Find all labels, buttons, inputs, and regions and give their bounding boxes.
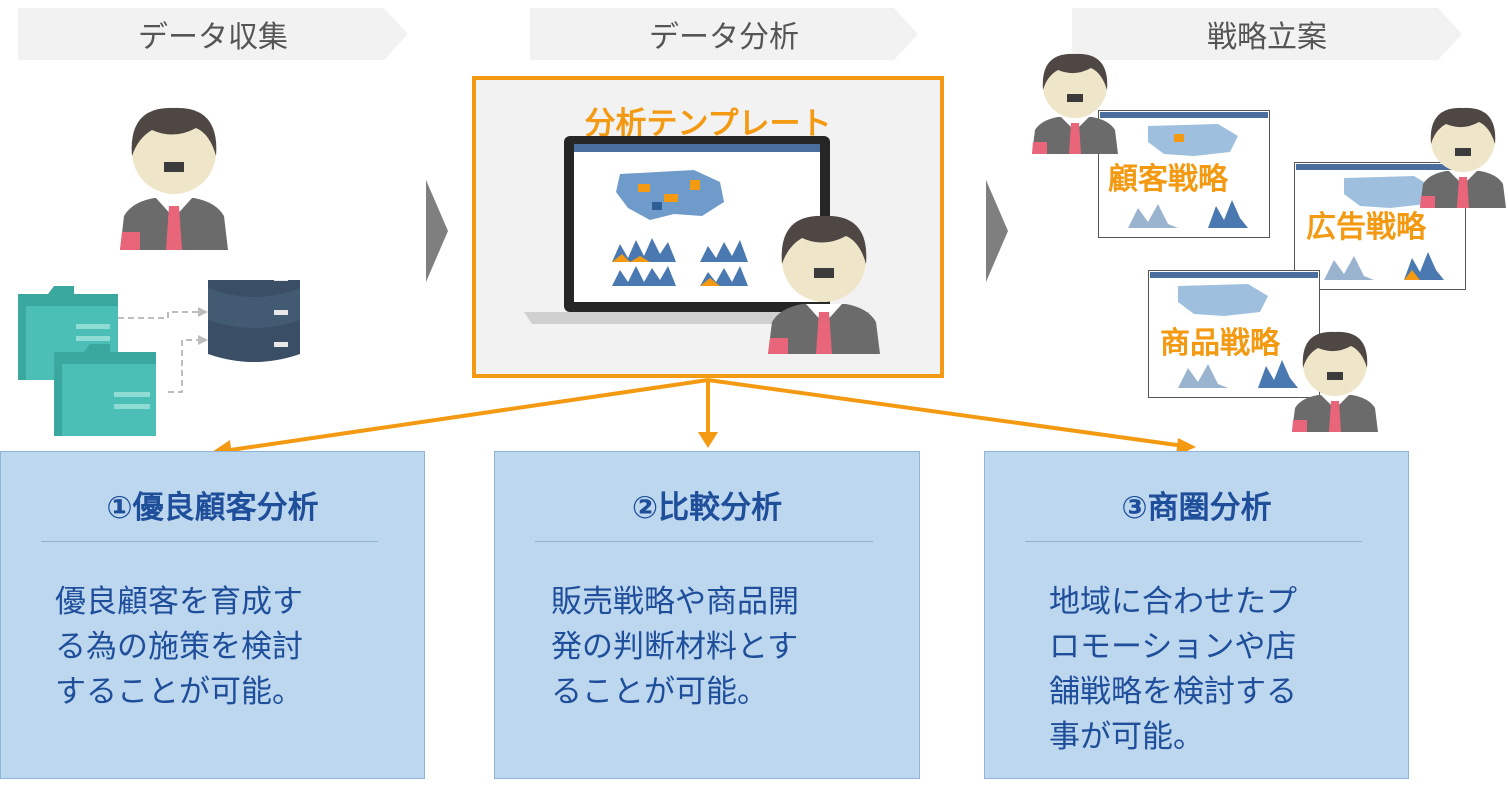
card-title: ②比較分析	[631, 490, 783, 526]
strategy-product-label: 商品戦略	[1160, 326, 1280, 361]
person-icon	[1032, 53, 1118, 154]
chevron-shape	[1072, 8, 1462, 60]
person-icon	[768, 215, 880, 354]
card-trade-area-analysis: ③商圏分析 地域に合わせたプ ロモーションや店 舗戦略を検討する 事が可能。	[984, 451, 1409, 779]
step-strategy-planning: 戦略立案	[1072, 8, 1462, 60]
process-arrow-icon	[986, 180, 1008, 282]
card-body: 優良顧客を育成す る為の施策を検討 することが可能。	[55, 584, 303, 710]
database-icon	[208, 280, 300, 362]
strategy-customer-label: 顧客戦略	[1108, 162, 1228, 197]
step-data-collection: データ収集	[18, 8, 408, 60]
card-title: ③商圏分析	[1121, 490, 1272, 526]
person-icon	[120, 107, 228, 250]
card-good-customer-analysis: ①優良顧客分析 優良顧客を育成す る為の施策を検討 することが可能。	[0, 451, 425, 779]
card-comparison-analysis: ②比較分析 販売戦略や商品開 発の判断材料とす ることが可能。	[494, 451, 920, 779]
chevron-shape	[18, 8, 408, 60]
process-arrow-icon	[426, 180, 448, 282]
step-label: データ分析	[649, 20, 799, 55]
step-label: 戦略立案	[1207, 20, 1327, 55]
analysis-template-panel: 分析テンプレート	[472, 76, 944, 378]
dashboard-thumbnail-icon	[1098, 110, 1270, 238]
data-sources-icon	[18, 280, 300, 436]
card-divider	[1025, 541, 1362, 542]
card-divider	[535, 541, 873, 542]
card-body: 販売戦略や商品開 発の判断材料とす ることが可能。	[551, 584, 799, 710]
chevron-shape	[530, 8, 918, 60]
dashboard-thumbnail-icon	[1148, 270, 1320, 398]
card-title: ①優良顧客分析	[106, 490, 319, 526]
card-divider	[41, 541, 378, 542]
person-icon	[1292, 331, 1378, 432]
step-data-analysis: データ分析	[530, 8, 918, 60]
card-body: 地域に合わせたプ ロモーションや店 舗戦略を検討する 事が可能。	[1049, 584, 1297, 755]
strategy-advertising-label: 広告戦略	[1306, 210, 1426, 245]
step-label: データ収集	[138, 20, 288, 55]
person-icon	[1420, 107, 1506, 208]
